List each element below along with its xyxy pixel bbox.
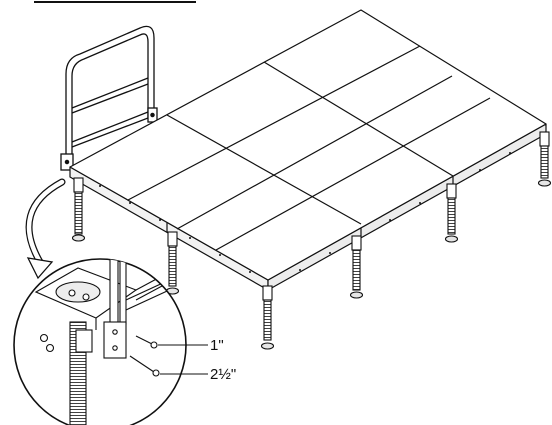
support-legs (71, 131, 552, 350)
deck-edge-rivets (99, 152, 511, 273)
leg-front-left (71, 177, 86, 242)
guard-rail (60, 25, 158, 171)
deck-top-surface (69, 9, 547, 281)
callout-bolt-short: 1" (158, 337, 224, 354)
detail-arrow (25, 178, 66, 280)
detail-arrow-head (26, 257, 54, 280)
leg-right-back-2 (537, 131, 552, 187)
platform-deck (69, 9, 547, 291)
leg-right-middle (349, 235, 364, 299)
callout-bolt-long: 2½" (160, 366, 236, 383)
bolt-long-glyph (129, 355, 160, 377)
leg-front-middle (165, 231, 180, 295)
callout-label-long: 2½" (210, 366, 236, 383)
leg-right-back-1 (444, 183, 459, 243)
callout-label-short: 1" (210, 337, 224, 354)
leg-front-right (260, 285, 275, 350)
detail-magnifier (13, 258, 187, 425)
bolt-short-glyph (135, 335, 158, 349)
